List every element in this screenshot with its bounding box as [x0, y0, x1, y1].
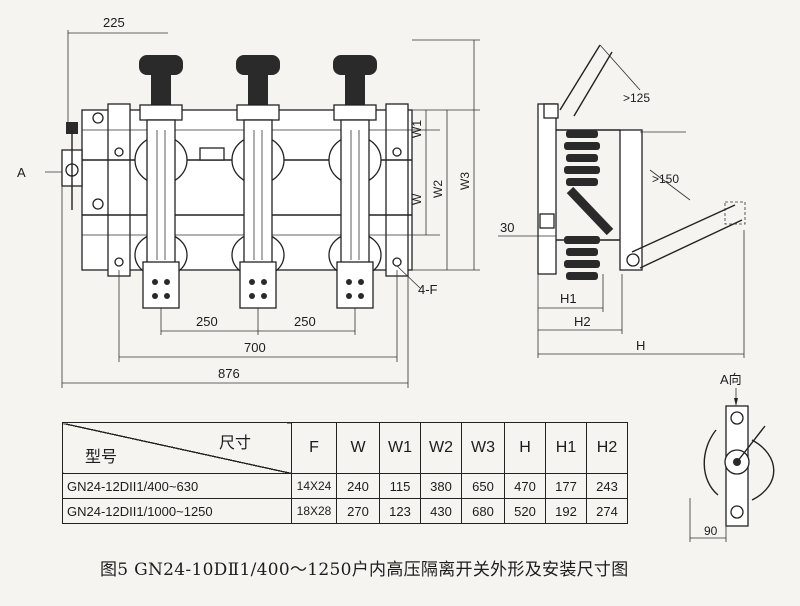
dim-90: 90 [704, 524, 718, 538]
angle-150: >150 [652, 172, 679, 186]
side-view: >125 >150 30 H1 H2 H [498, 44, 746, 358]
detail-view-a: A向 90 [689, 372, 775, 542]
label-h1: H1 [560, 291, 577, 306]
table-cell: 680 [461, 498, 505, 524]
spec-table: 尺寸 型号 F W W1 W2 W3 H H1 H2 GN24-12DII1/4… [62, 422, 628, 524]
col-header: W3 [461, 422, 505, 474]
col-header: W [336, 422, 380, 474]
front-view: 225 A [17, 15, 480, 388]
dim-250-right: 250 [294, 314, 316, 329]
label-h: H [636, 338, 645, 353]
pole-2 [231, 55, 285, 309]
label-a: A [17, 165, 26, 180]
dim-250-left: 250 [196, 314, 218, 329]
table-header-row: 尺寸 型号 F W W1 W2 W3 H H1 H2 [62, 422, 628, 474]
table-cell: 270 [336, 498, 380, 524]
pole-1 [134, 55, 188, 309]
table-cell: 430 [420, 498, 462, 524]
label-w1: W1 [410, 120, 424, 138]
table-cell: 650 [461, 473, 505, 499]
table-cell: 14X24 [291, 473, 337, 499]
dim-30: 30 [500, 220, 514, 235]
label-w3: W3 [458, 172, 472, 190]
dim-876: 876 [218, 366, 240, 381]
table-cell: 380 [420, 473, 462, 499]
label-h2: H2 [574, 314, 591, 329]
detail-title: A向 [720, 372, 742, 387]
table-cell: 520 [504, 498, 546, 524]
col-header: W1 [379, 422, 421, 474]
dim-225: 225 [103, 15, 125, 30]
table-cell: 470 [504, 473, 546, 499]
table-cell: 115 [379, 473, 421, 499]
table-row: GN24-12DII1/1000~1250 18X28 270 123 430 … [62, 498, 628, 524]
header-model: 型号 [85, 449, 118, 466]
label-w: W [410, 193, 424, 205]
dim-700: 700 [244, 340, 266, 355]
model-cell: GN24-12DII1/400~630 [62, 473, 292, 499]
figure-caption: 图5 GN24-10DⅡ1/400～1250户内高压隔离开关外形及安装尺寸图 [100, 560, 629, 580]
diagonal-header-cell: 尺寸 型号 [62, 422, 292, 474]
table-cell: 123 [379, 498, 421, 524]
header-param: 尺寸 [218, 435, 251, 452]
col-header: H1 [545, 422, 587, 474]
table-cell: 240 [336, 473, 380, 499]
table-cell: 243 [586, 473, 628, 499]
table-cell: 274 [586, 498, 628, 524]
table-cell: 18X28 [291, 498, 337, 524]
angle-125: >125 [623, 91, 650, 105]
model-cell: GN24-12DII1/1000~1250 [62, 498, 292, 524]
table-cell: 177 [545, 473, 587, 499]
col-header: H [504, 422, 546, 474]
label-4f: 4-F [418, 282, 438, 297]
table-cell: 192 [545, 498, 587, 524]
col-header: W2 [420, 422, 462, 474]
label-w2: W2 [431, 180, 445, 198]
table-row: GN24-12DII1/400~630 14X24 240 115 380 65… [62, 473, 628, 499]
col-header: H2 [586, 422, 628, 474]
col-header: F [291, 422, 337, 474]
pole-3 [328, 55, 382, 309]
